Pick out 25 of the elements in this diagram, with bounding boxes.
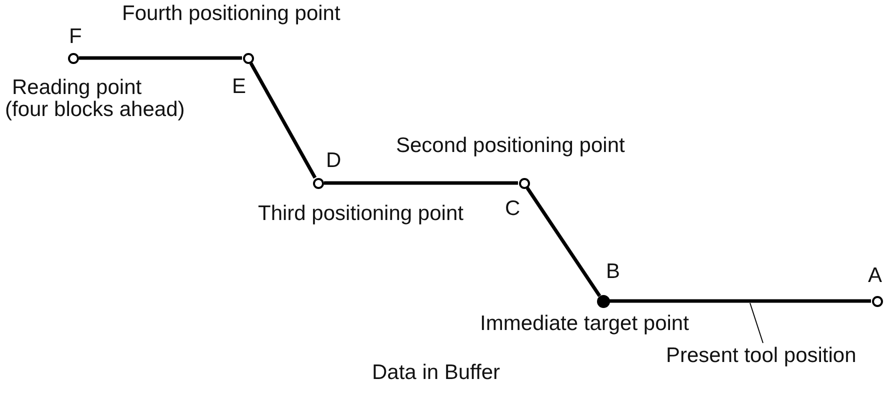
target-point-dot: [596, 294, 610, 308]
caption: Data in Buffer: [372, 362, 500, 384]
point-letter: C: [505, 198, 520, 220]
path-point: [242, 52, 254, 64]
leader-line: [750, 302, 764, 344]
point-label: Reading point (four blocks ahead): [5, 77, 186, 121]
path-segment: [249, 62, 317, 179]
path-segment: [526, 187, 602, 297]
point-label: Immediate target point: [480, 313, 689, 335]
point-label: Fourth positioning point: [122, 3, 340, 25]
point-letter: E: [232, 76, 246, 98]
point-letter: A: [868, 265, 882, 287]
path-point: [312, 178, 324, 188]
path-point: [68, 52, 78, 64]
point-letter: B: [606, 261, 620, 283]
path-point: [872, 296, 882, 306]
point-letter: D: [326, 150, 342, 172]
point-label: Third positioning point: [258, 203, 464, 225]
point-label: Second positioning point: [396, 135, 625, 157]
path-segment: [609, 299, 871, 303]
path-segment: [324, 181, 518, 185]
tool-position-label: Present tool position: [666, 345, 856, 367]
path-point: [518, 178, 530, 188]
path-segment: [79, 56, 242, 60]
point-letter: F: [69, 26, 82, 48]
